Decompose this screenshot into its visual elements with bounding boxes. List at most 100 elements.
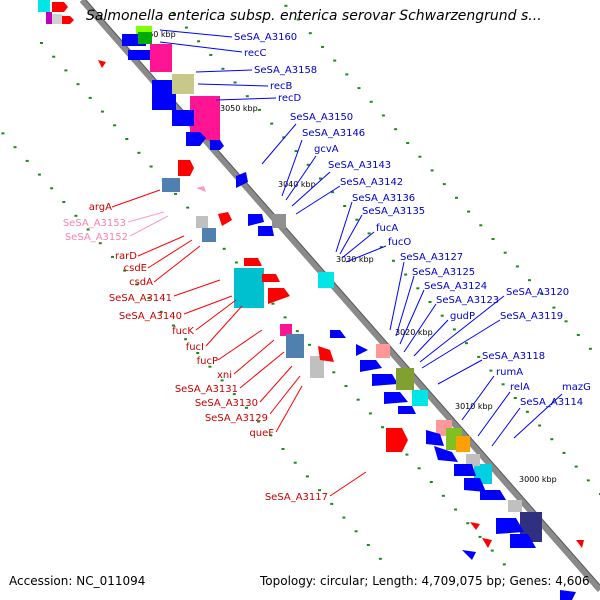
connector-line xyxy=(127,211,165,223)
gene-arrow xyxy=(384,392,408,404)
connector-line xyxy=(403,303,437,353)
tick-label: 3030 kbp xyxy=(336,255,374,264)
guide-dot xyxy=(430,169,434,172)
connector-line xyxy=(295,185,341,215)
guide-dot xyxy=(378,557,382,560)
gene-arrow xyxy=(210,140,224,150)
guide-dot xyxy=(74,214,78,217)
connector-line xyxy=(195,299,237,331)
tick-label: 3020 kbp xyxy=(395,328,433,337)
gene-label: SeSA_A3153 xyxy=(63,218,126,229)
guide-dot xyxy=(270,122,274,125)
gene-label: SeSA_A3131 xyxy=(175,384,238,395)
red-label-group: argA rarD csdE csdA SeSA_A3141 SeSA_A314… xyxy=(89,202,328,503)
guide-dot xyxy=(490,549,494,552)
gene-arrow xyxy=(398,406,416,414)
guide-dot xyxy=(269,434,273,437)
gene-label: fucK xyxy=(172,326,194,337)
guide-dot xyxy=(333,59,337,62)
guide-dot xyxy=(354,530,358,533)
guide-dot xyxy=(282,136,286,139)
gene-arrow xyxy=(560,590,576,600)
gene-label: SeSA_A3124 xyxy=(424,281,487,292)
guide-dot xyxy=(135,283,139,286)
guide-dot xyxy=(416,287,420,290)
gene-label: csdE xyxy=(124,263,147,274)
gene-label: SeSA_A3160 xyxy=(234,32,297,43)
guide-dot xyxy=(392,259,395,262)
guide-dot xyxy=(40,42,43,44)
guide-dot xyxy=(305,475,309,478)
connector-line xyxy=(215,97,277,101)
guide-dot xyxy=(429,481,433,483)
guide-dot xyxy=(418,155,422,158)
gene-label: SeSA_A3114 xyxy=(520,397,583,408)
connector-line xyxy=(461,375,495,421)
guide-dot xyxy=(258,108,261,111)
guide-dot xyxy=(417,467,421,470)
guide-dot xyxy=(467,210,471,213)
gene-arrow xyxy=(386,428,408,452)
guide-dot xyxy=(184,26,188,29)
guide-dot xyxy=(332,371,336,374)
guide-dot xyxy=(369,100,373,103)
guide-dot xyxy=(502,563,506,566)
guide-dot xyxy=(405,453,409,456)
connector-line xyxy=(195,69,253,73)
connector-line xyxy=(399,289,425,345)
gene-feature xyxy=(128,50,150,60)
guide-dot xyxy=(454,508,458,511)
connector-line xyxy=(275,385,303,433)
gene-arrow xyxy=(462,550,476,560)
guide-dot xyxy=(306,163,310,166)
gene-label: csdA xyxy=(129,277,153,288)
guide-dot xyxy=(159,310,163,313)
connector-line xyxy=(147,239,193,269)
guide-dot xyxy=(232,393,236,396)
guide-dot xyxy=(318,489,321,492)
gene-arrow xyxy=(356,344,368,356)
gene-feature xyxy=(310,356,324,378)
guide-dot xyxy=(406,142,410,144)
guide-dot xyxy=(562,451,566,454)
connector-line xyxy=(395,275,415,337)
connector-line xyxy=(205,305,243,347)
connector-line xyxy=(329,471,367,497)
guide-dot xyxy=(528,279,531,282)
guide-dot xyxy=(540,292,544,295)
gene-arrow xyxy=(318,346,334,362)
connector-line xyxy=(335,201,353,253)
guide-dot xyxy=(381,114,385,117)
gene-label: gudP xyxy=(450,311,475,322)
summary-text: Topology: circular; Length: 4,709,075 bp… xyxy=(260,574,590,588)
gene-label: SeSA_A3158 xyxy=(254,65,317,76)
gene-label: SeSA_A3118 xyxy=(482,351,545,362)
gene-arrow xyxy=(268,288,290,304)
gene-label: SeSA_A3142 xyxy=(340,177,403,188)
gene-feature xyxy=(162,178,180,192)
gene-feature xyxy=(136,26,152,34)
gene-arrow xyxy=(482,538,492,548)
guide-dot xyxy=(455,196,458,199)
gene-feature xyxy=(172,110,194,126)
gene-features xyxy=(38,0,584,600)
gene-label: SeSA_A3146 xyxy=(302,128,365,139)
guide-dot xyxy=(174,192,177,195)
gene-feature xyxy=(412,390,428,406)
guide-dot xyxy=(293,461,297,464)
guide-dot xyxy=(221,67,225,70)
gene-arrow xyxy=(98,60,106,68)
gene-feature xyxy=(466,454,480,466)
guide-dot xyxy=(491,238,495,240)
guide-dot xyxy=(64,69,68,72)
guide-dot xyxy=(197,40,201,43)
gene-label: SeSA_A3123 xyxy=(436,295,499,306)
guide-dot xyxy=(576,334,580,336)
guide-dot xyxy=(513,397,517,399)
gene-feature xyxy=(50,14,62,24)
connector-line xyxy=(183,295,233,315)
guide-dot xyxy=(404,273,408,276)
guide-dot xyxy=(343,205,347,207)
guide-dot xyxy=(233,81,237,84)
